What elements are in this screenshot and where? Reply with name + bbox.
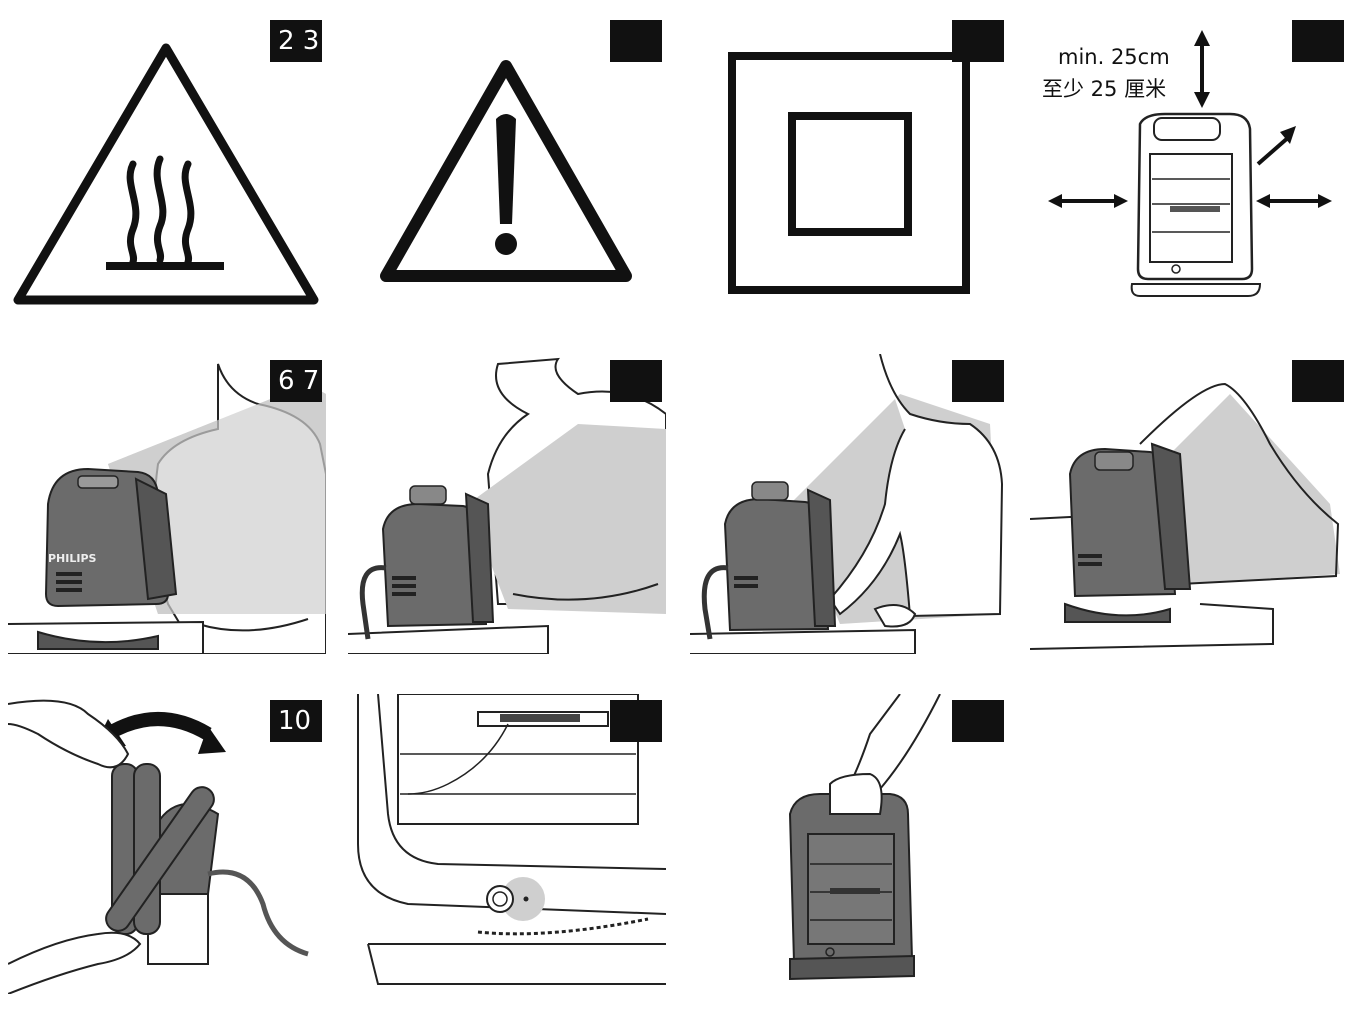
hot-surface-warning-icon [13, 43, 319, 305]
step-number-badge [1292, 20, 1344, 62]
clearance-text-line2: 至少 25 厘米 [1042, 77, 1167, 101]
step-number-badge: 6 7 [270, 360, 322, 402]
panel-caution [348, 14, 666, 314]
panel-carry-heater [690, 694, 1008, 994]
heater-arm-treatment-illustration [690, 354, 1004, 654]
step-number-badge [610, 20, 662, 62]
heater-lower-back-illustration [348, 357, 666, 654]
heater-back-treatment-illustration: PHILIPS [8, 363, 326, 654]
step-number-badge: 2 3 [270, 20, 322, 62]
panel-hot-surface: 2 3 [8, 14, 326, 314]
exclamation-warning-icon [380, 60, 632, 282]
clearance-text-line1: min. 25cm [1058, 45, 1170, 69]
panel-heat-lower-back [348, 354, 666, 654]
heater-carry-illustration [788, 694, 941, 981]
panel-double-insulation [690, 14, 1008, 314]
step-number-badge [610, 700, 662, 742]
step-number-badge [952, 700, 1004, 742]
heater-clearance-illustration [1048, 30, 1332, 297]
panel-heat-arm [690, 354, 1008, 654]
heater-switch-closeup-illustration [357, 694, 666, 985]
panel-clearance: min. 25cm 至少 25 厘米 [1030, 14, 1348, 314]
heater-fold-illustration [8, 699, 309, 994]
panel-fold-heater: 10 [8, 694, 326, 994]
double-insulation-icon [728, 52, 970, 294]
step-number-badge [1292, 360, 1344, 402]
step-number-badge [610, 360, 662, 402]
panel-heat-back: PHILIPS 6 7 [8, 354, 326, 654]
heater-leg-treatment-illustration [1030, 382, 1340, 650]
panel-switch-closeup [348, 694, 666, 994]
step-number-badge [952, 20, 1004, 62]
step-number-badge: 10 [270, 700, 322, 742]
step-number-badge [952, 360, 1004, 402]
philips-logo: PHILIPS [48, 552, 97, 565]
panel-heat-leg [1030, 354, 1348, 654]
